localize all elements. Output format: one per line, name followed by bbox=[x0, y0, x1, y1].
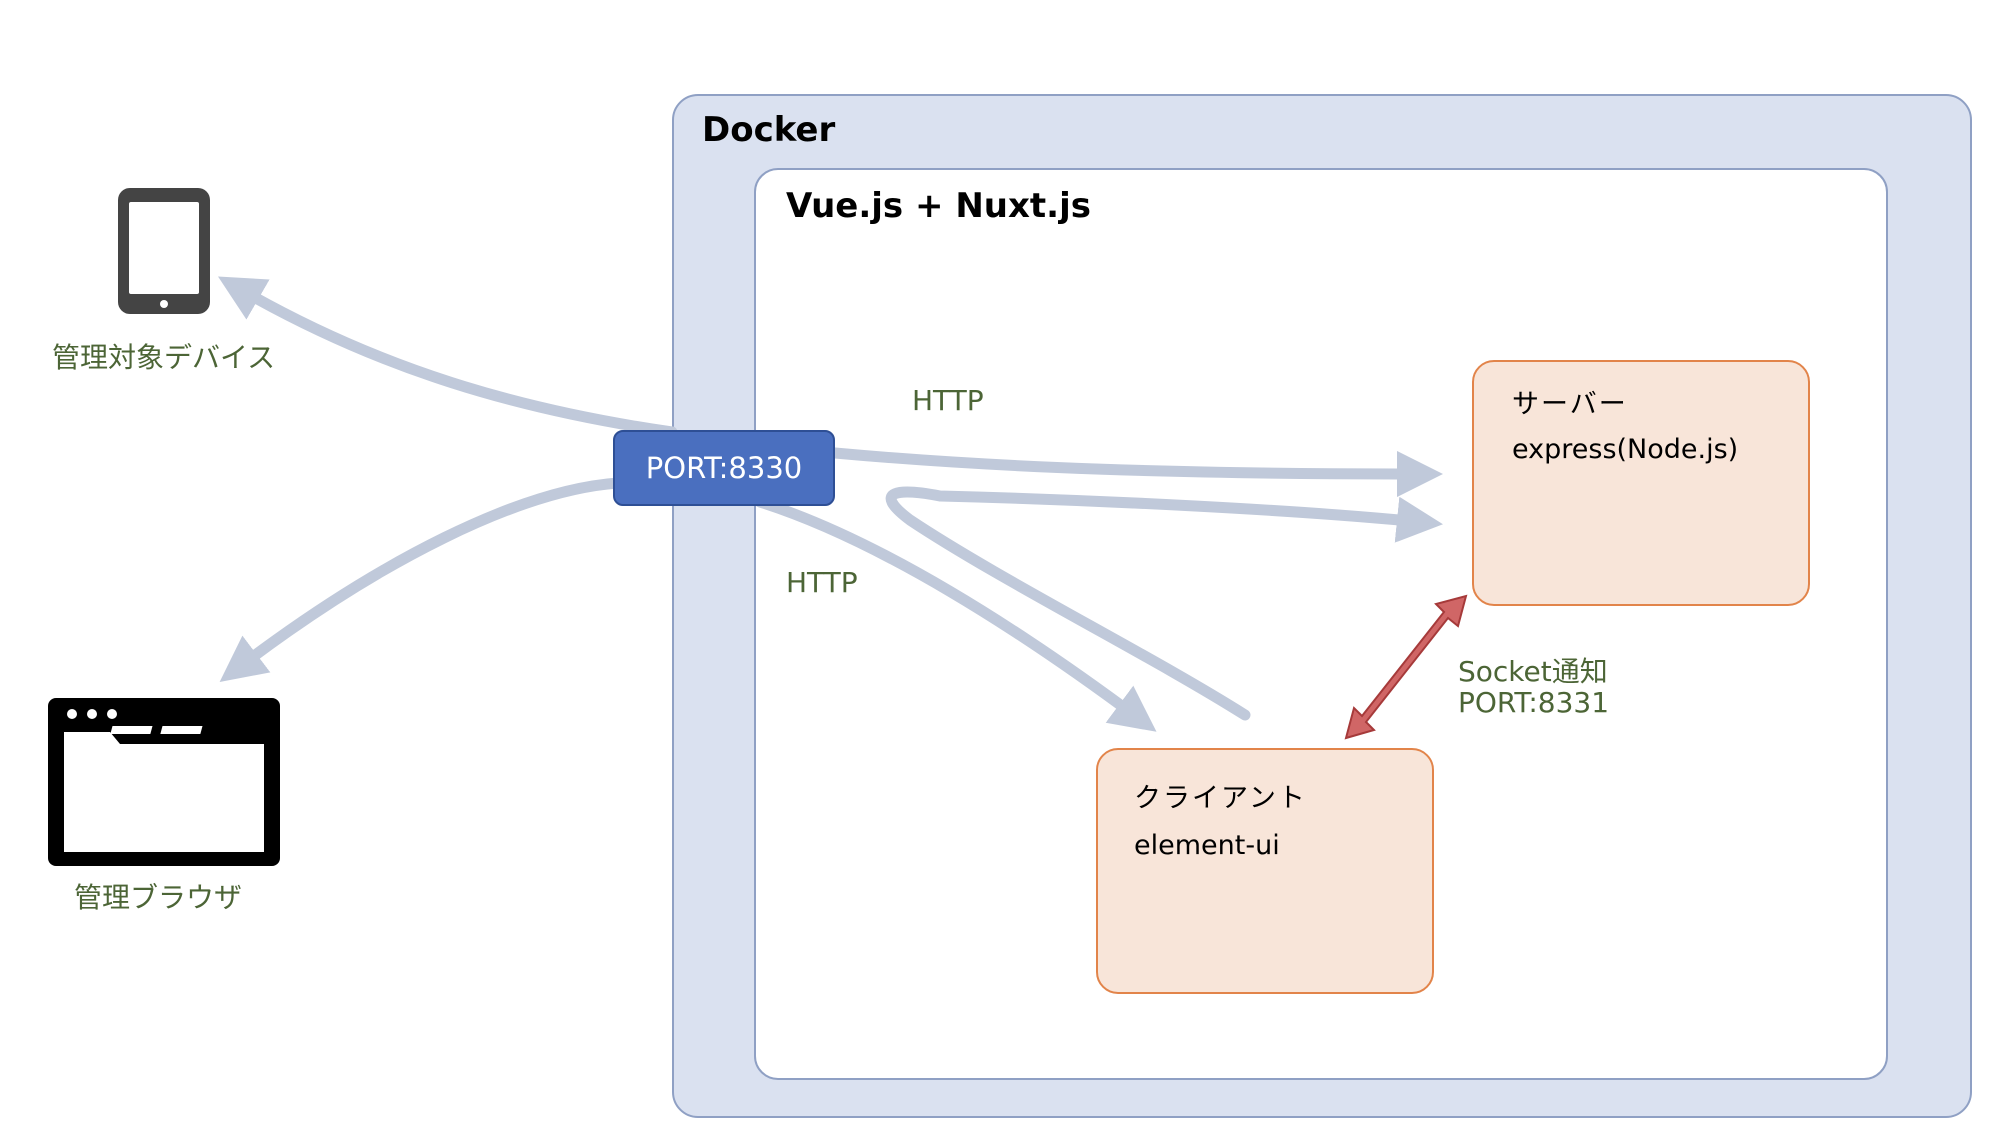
docker-title: Docker bbox=[702, 110, 836, 150]
browser-window-icon bbox=[48, 698, 280, 866]
http-label-server: HTTP bbox=[912, 384, 984, 417]
vue-nuxt-title: Vue.js + Nuxt.js bbox=[786, 186, 1091, 226]
arrow-port-to-client bbox=[754, 496, 1157, 732]
arrow-client-to-server bbox=[885, 486, 1443, 721]
server-component bbox=[1472, 360, 1810, 606]
http-label-client: HTTP bbox=[786, 566, 858, 599]
socket-arrow bbox=[1344, 594, 1468, 740]
tablet-label: 管理対象デバイス bbox=[52, 341, 276, 374]
port-8330-box: PORT:8330 bbox=[613, 430, 835, 506]
port-8330-label: PORT:8330 bbox=[645, 451, 803, 485]
socket-label: Socket通知 bbox=[1458, 655, 1608, 688]
server-title: サーバー bbox=[1512, 389, 1628, 420]
tablet-icon bbox=[118, 188, 210, 314]
socket-port-label: PORT:8331 bbox=[1458, 686, 1610, 719]
arrow-port-to-server bbox=[829, 447, 1444, 498]
browser-label: 管理ブラウザ bbox=[74, 881, 243, 914]
arrow-to-tablet bbox=[217, 276, 678, 438]
client-title: クライアント bbox=[1134, 783, 1307, 814]
client-subtitle: element-ui bbox=[1134, 830, 1280, 861]
arrow-to-browser bbox=[219, 477, 624, 682]
server-subtitle: express(Node.js) bbox=[1512, 434, 1739, 465]
client-component bbox=[1096, 748, 1434, 994]
